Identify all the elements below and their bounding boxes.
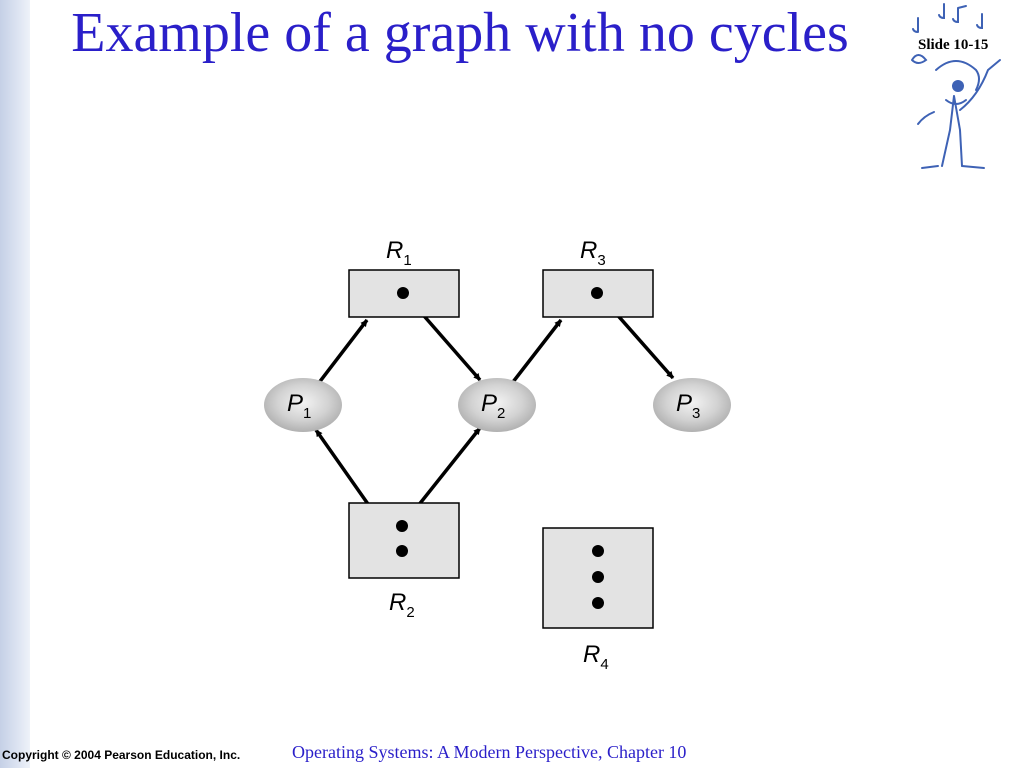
book-reference: Operating Systems: A Modern Perspective,… [292, 742, 687, 762]
process-p3-label: P3 [676, 390, 700, 422]
instance-dot [592, 571, 604, 583]
resource-r4-label: R4 [583, 641, 609, 673]
slide-title: Example of a graph with no cycles [71, 2, 849, 64]
edge-p1-r1 [316, 318, 369, 386]
resource-r1-label: R1 [386, 237, 412, 269]
resource-r3: R3 [542, 237, 654, 318]
resource-r1: R1 [348, 237, 460, 318]
edge-p2-r3 [511, 318, 563, 384]
resource-r2-label: R2 [389, 589, 415, 621]
process-p2: P2 [458, 378, 536, 432]
resource-r4: R4 [542, 527, 654, 673]
instance-dot [397, 287, 409, 299]
resource-r2: R2 [348, 502, 460, 621]
process-p1-label: P1 [287, 390, 311, 422]
instance-dot [396, 520, 408, 532]
instance-dot [592, 545, 604, 557]
instance-dot [591, 287, 603, 299]
slide-number: Slide 10-15 [918, 37, 989, 53]
copyright-notice: Copyright © 2004 Pearson Education, Inc. [2, 748, 241, 762]
instance-dot [592, 597, 604, 609]
resource-r3-label: R3 [580, 237, 606, 269]
process-p2-label: P2 [481, 390, 505, 422]
process-p1: P1 [264, 378, 342, 432]
process-p3: P3 [653, 378, 731, 432]
instance-dot [396, 545, 408, 557]
conductor-logo-icon [911, 3, 1001, 169]
side-gradient-bar [0, 0, 30, 768]
